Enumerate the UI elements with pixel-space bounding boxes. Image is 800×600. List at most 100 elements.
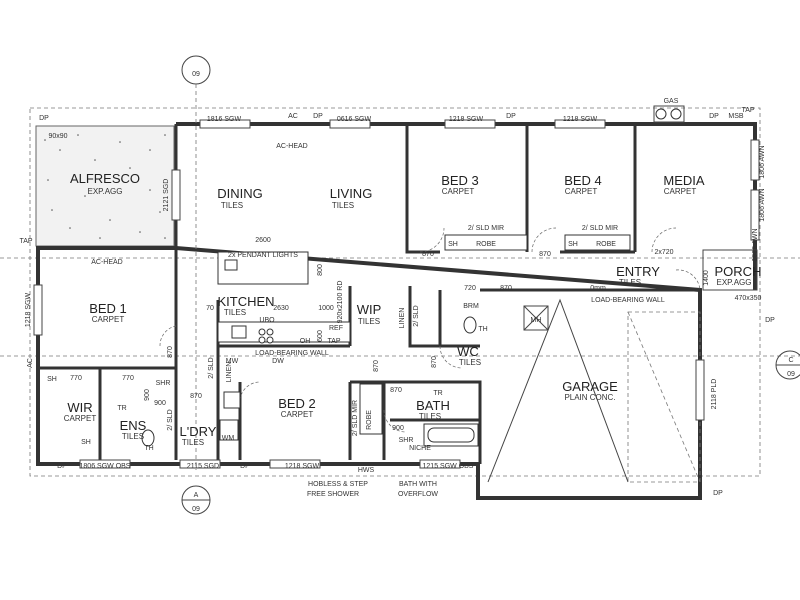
label-oh: OH — [300, 338, 311, 345]
section-a-letter: A — [194, 492, 199, 499]
label-shr-ens: SHR — [156, 380, 171, 387]
room-finish-kitchen: TILES — [224, 308, 246, 317]
dim-kitchen-70: 70 — [206, 305, 214, 312]
room-name-garage: GARAGE — [562, 379, 618, 394]
robe-bed3 — [444, 234, 528, 251]
room-name-living: LIVING — [330, 186, 373, 201]
label-dp-3: DP — [506, 113, 516, 120]
room-name-dining: DINING — [217, 186, 263, 201]
room-finish-garage: PLAIN CONC. — [564, 393, 615, 402]
window-1806-awn-a — [750, 139, 760, 181]
dim-door-bath: 870 — [390, 387, 402, 394]
label-dp-1: DP — [39, 115, 49, 122]
room-name-bed4: BED 4 — [564, 173, 602, 188]
window-1218-sgw-bottom — [269, 459, 321, 469]
dim-2118-pld: 2118 PLD — [711, 379, 718, 410]
label-sh-wir-2: SH — [81, 439, 91, 446]
dim-1806-awn-c: 1806 AWN — [752, 228, 759, 261]
room-finish-bed3: CARPET — [442, 187, 475, 196]
label-ref: REF — [329, 325, 343, 332]
label-linen-wip: LINEN — [399, 308, 406, 329]
dim-door-wir: 770 — [70, 375, 82, 382]
note-overflow: OVERFLOW — [398, 491, 438, 498]
window-1218-sgw-b — [554, 119, 606, 129]
room-finish-ldry: TILES — [182, 438, 204, 447]
section-a-sheet: 09 — [192, 506, 200, 513]
cooktop-icon — [258, 328, 274, 344]
gas-meter-icon-2 — [670, 108, 682, 120]
dim-kitchen-920: 920x2100 RD — [337, 281, 344, 324]
dim-shower-ens-2: 900 — [144, 389, 151, 401]
laundry-trough-icon — [223, 391, 241, 409]
label-sh-wir: SH — [47, 376, 57, 383]
room-name-bath: BATH — [416, 398, 450, 413]
label-ac-left: AC — [27, 358, 34, 368]
room-finish-dining: TILES — [221, 201, 243, 210]
window-2121-sgd — [171, 169, 181, 221]
note-free-shower: FREE SHOWER — [307, 491, 359, 498]
island-sink-icon — [224, 259, 238, 271]
room-name-wir: WIR — [67, 400, 92, 415]
kitchen-bench — [217, 321, 351, 343]
label-robe-bed3: ROBE — [476, 241, 496, 248]
dim-door-ens: 770 — [122, 375, 134, 382]
label-sh-bed4: SH — [568, 241, 578, 248]
dim-alfresco-size: 90x90 — [48, 133, 67, 140]
note-load-bearing-entry: LOAD-BEARING WALL — [591, 297, 665, 304]
dim-door-ldry: 870 — [190, 393, 202, 400]
section-c-sheet: 09 — [787, 371, 795, 378]
dim-door-wc-2: 870 — [431, 356, 438, 368]
label-tap-kitchen: TAP — [327, 338, 340, 345]
window-1218-sgw-a — [444, 119, 496, 129]
room-finish-porch: EXP.AGG — [717, 278, 752, 287]
room-finish-ens: TILES — [122, 432, 144, 441]
label-dp-5: DP — [57, 463, 67, 470]
kitchen-sink-icon — [231, 325, 247, 339]
toilet-icon-wc — [463, 316, 477, 334]
room-finish-bed2: CARPET — [281, 410, 314, 419]
label-dp-6: DP — [240, 463, 250, 470]
note-ac-head-bed1: AC-HEAD — [91, 259, 123, 266]
room-name-ldry: L'DRY — [180, 424, 217, 439]
door-swing-bed2 — [239, 381, 261, 401]
label-shr-bath: SHR — [399, 437, 414, 444]
garage-diag-1 — [627, 311, 701, 483]
door-swing-wc — [439, 345, 463, 369]
window-2115-sgd — [179, 459, 221, 469]
dim-door-wc: 870 — [500, 285, 512, 292]
label-wm: WM — [222, 435, 235, 442]
porch-outline — [702, 249, 758, 291]
window-1218-sgw-left — [33, 284, 43, 336]
room-finish-wc: TILES — [459, 358, 481, 367]
bathtub-inner — [427, 427, 475, 443]
note-pendant-lights: 2x PENDANT LIGHTS — [228, 252, 298, 259]
label-th-ens: TH — [144, 445, 153, 452]
room-name-bed1: BED 1 — [89, 301, 127, 316]
dim-1218-sgw-a: 1218 SGW — [449, 116, 484, 123]
label-dp-7: DP — [765, 317, 775, 324]
label-tap-right: TAP — [741, 107, 754, 114]
label-dp-8: DP — [713, 490, 723, 497]
section-marker-top — [181, 55, 211, 85]
label-ubo: UBO — [259, 317, 275, 324]
dim-door-bed4: 870 — [539, 251, 551, 258]
room-finish-bed4: CARPET — [565, 187, 598, 196]
label-sld-mir-bed2: 2/ SLD MIR — [352, 400, 359, 436]
note-load-bearing-kitchen: LOAD-BEARING WALL — [255, 350, 329, 357]
dim-2115-sgd: 2115 SGD — [187, 463, 219, 470]
door-swing-bed3 — [419, 227, 445, 253]
dim-1218-sgw-left: 1218 SGW — [25, 292, 32, 327]
room-finish-wir: CARPET — [64, 414, 97, 423]
room-name-porch: PORCH — [715, 264, 762, 279]
dim-shower-ens: 900 — [154, 400, 166, 407]
note-ac-head-top: AC-HEAD — [276, 143, 308, 150]
label-linen-hall: LINEN — [226, 362, 233, 383]
dim-door-brm: 720 — [464, 285, 476, 292]
room-finish-media: CARPET — [664, 187, 697, 196]
washing-machine-icon — [219, 419, 239, 441]
label-brm: BRM — [463, 303, 479, 310]
interior-walls — [38, 124, 700, 464]
manhole-diag-2 — [523, 305, 549, 331]
label-sld-hall: 2/ SLD — [208, 357, 215, 378]
